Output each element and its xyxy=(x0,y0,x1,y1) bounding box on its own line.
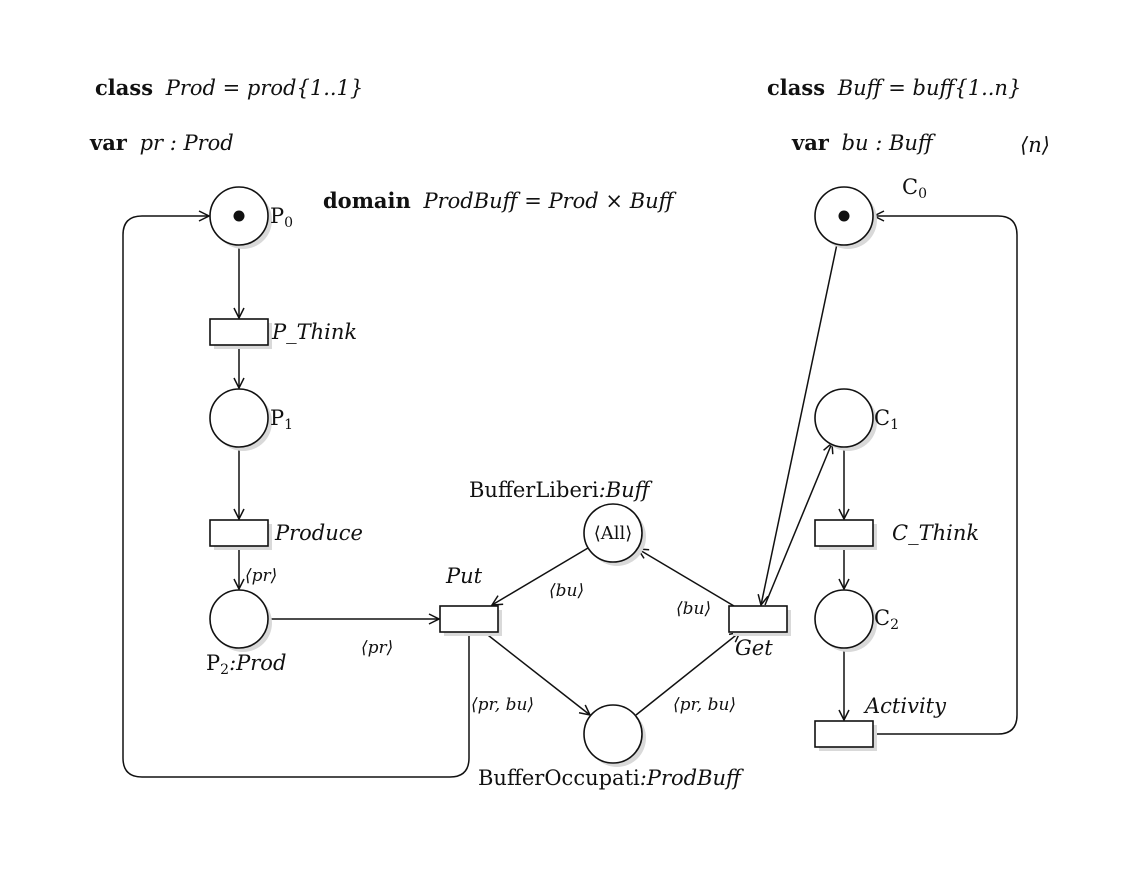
place-buffer-occupati xyxy=(583,704,646,767)
place-c1 xyxy=(814,388,877,451)
arc-put-p0 xyxy=(122,216,470,778)
arc-bufferliberi-put xyxy=(492,547,589,605)
transition-c-think xyxy=(814,519,877,550)
transition-p-think xyxy=(209,318,272,349)
place-p2 xyxy=(209,589,272,652)
arc-c0-get xyxy=(761,243,838,605)
transition-put-label: Put xyxy=(445,564,483,588)
place-c0-label: C0 xyxy=(902,175,927,202)
arc-activity-c0 xyxy=(873,216,1018,735)
transition-p-think-label: P_Think xyxy=(271,320,357,344)
domain-declaration: domain ProdBuff = Prod × Buff xyxy=(323,188,677,213)
place-p1 xyxy=(209,388,272,451)
buff-parameter: ⟨n⟩ xyxy=(1020,133,1050,157)
arc-label-get-bufferliberi: ⟨bu⟩ xyxy=(676,599,711,619)
place-c2 xyxy=(814,589,877,652)
arc-get-c1 xyxy=(764,443,832,606)
transition-put xyxy=(439,605,502,636)
buff-var-declaration: var bu : Buff xyxy=(791,130,936,155)
arc-label-produce-p2: ⟨pr⟩ xyxy=(245,566,277,586)
place-p1-label: P1 xyxy=(270,406,293,433)
place-c2-label: C2 xyxy=(874,606,899,633)
token xyxy=(838,210,850,222)
place-c0 xyxy=(814,186,877,249)
prod-var-declaration: var pr : Prod xyxy=(89,130,234,155)
arc-get-bufferliberi xyxy=(638,549,735,607)
transition-activity xyxy=(814,720,877,751)
arc-label-bufferoccupati-get: ⟨pr, bu⟩ xyxy=(673,695,736,715)
transition-get xyxy=(728,605,791,636)
arc-label-put-bufferoccupati: ⟨pr, bu⟩ xyxy=(471,695,534,715)
transition-activity-label: Activity xyxy=(863,694,947,718)
place-buffer-occupati-label: BufferOccupati:ProdBuff xyxy=(478,766,744,790)
transition-produce-label: Produce xyxy=(274,521,363,545)
token xyxy=(233,210,245,222)
transition-produce xyxy=(209,519,272,550)
prod-class-declaration: class Prod = prod{1..1} xyxy=(95,75,363,100)
arc-put-bufferoccupati xyxy=(483,631,590,715)
place-p0-label: P0 xyxy=(270,204,293,231)
buffer-liberi-marking: ⟨All⟩ xyxy=(594,523,633,544)
transition-get-label: Get xyxy=(735,636,773,660)
place-p0 xyxy=(209,186,272,249)
place-p2-label: P2:Prod xyxy=(206,651,286,678)
arc-label-p2-put: ⟨pr⟩ xyxy=(361,638,393,658)
arc-label-bufferliberi-put: ⟨bu⟩ xyxy=(549,581,584,601)
buff-class-declaration: class Buff = buff{1..n} xyxy=(767,75,1021,100)
place-buffer-liberi-label: BufferLiberi:Buff xyxy=(469,478,653,502)
place-c1-label: C1 xyxy=(874,406,899,433)
arc-bufferoccupati-get xyxy=(635,632,740,716)
transition-c-think-label: C_Think xyxy=(892,521,979,545)
place-buffer-liberi: ⟨All⟩ xyxy=(583,503,646,566)
